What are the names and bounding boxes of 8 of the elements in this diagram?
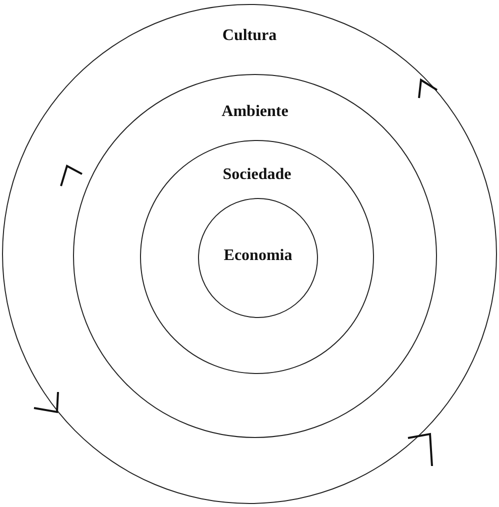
ring-circle bbox=[198, 198, 318, 318]
ring-label: Economia bbox=[224, 247, 292, 265]
ring-label: Sociedade bbox=[222, 166, 292, 184]
ring-label: Cultura bbox=[222, 27, 277, 45]
ring-circle bbox=[140, 140, 374, 374]
ring-label: Ambiente bbox=[222, 103, 288, 121]
ring-circle bbox=[2, 4, 497, 504]
ring-circle bbox=[73, 74, 437, 438]
